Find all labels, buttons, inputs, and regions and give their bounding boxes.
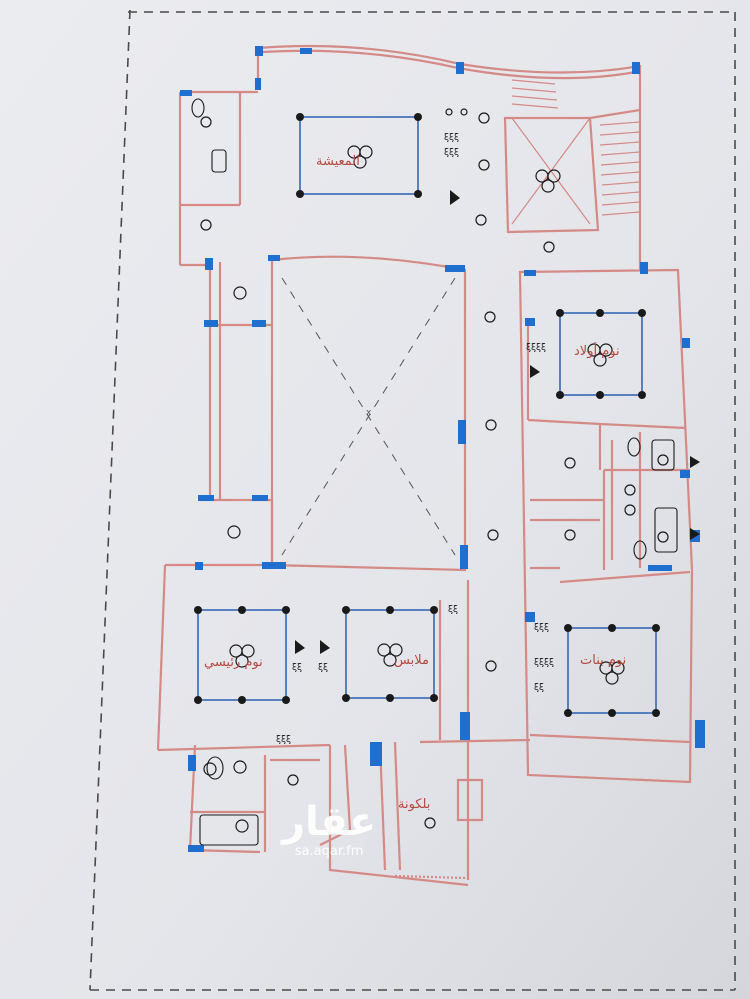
label-dressing-room: ملابس xyxy=(394,653,429,668)
downlights xyxy=(200,108,669,833)
aqar-watermark: عقار sa.aqar.fm xyxy=(282,800,376,860)
label-girls-bedroom: نوم بنات xyxy=(580,653,627,668)
label-boys-bedroom: نوم أولاد xyxy=(574,344,620,359)
svg-text:x: x xyxy=(366,408,372,418)
svg-text:ξξξξ: ξξξξ xyxy=(526,343,546,353)
switch-triangles xyxy=(295,190,700,654)
svg-text:ξξξ: ξξξ xyxy=(444,133,459,143)
svg-text:ξξ: ξξ xyxy=(292,663,302,673)
watermark-url: sa.aqar.fm xyxy=(294,844,364,859)
label-living-room: المعيشة xyxy=(316,154,360,169)
svg-text:ξξ: ξξ xyxy=(448,605,458,615)
svg-text:ξξξ: ξξξ xyxy=(276,735,291,745)
svg-text:ξξξ: ξξξ xyxy=(444,148,459,158)
label-balcony: بلكونة xyxy=(398,797,431,812)
svg-text:ξξξ: ξξξ xyxy=(534,623,549,633)
box-corner-dots xyxy=(194,113,660,717)
svg-text:ξξ: ξξ xyxy=(534,683,544,693)
triple-light-fixtures xyxy=(229,145,625,685)
courtyard-void xyxy=(281,277,456,556)
label-master-bedroom: نوم رئيسي xyxy=(204,655,263,670)
svg-text:ξξ: ξξ xyxy=(318,663,328,673)
watermark-brand: عقار xyxy=(282,799,377,845)
switch-symbols: ξξξ ξξξ ξξξξ ξξξ ξξξξ ξξ ξξ ξξ ξξξ ξξ xyxy=(276,133,554,745)
stair-treads xyxy=(511,79,641,216)
svg-text:ξξξξ: ξξξξ xyxy=(534,658,554,668)
sanitary-fixtures xyxy=(191,98,678,846)
dashed-border xyxy=(89,9,736,991)
